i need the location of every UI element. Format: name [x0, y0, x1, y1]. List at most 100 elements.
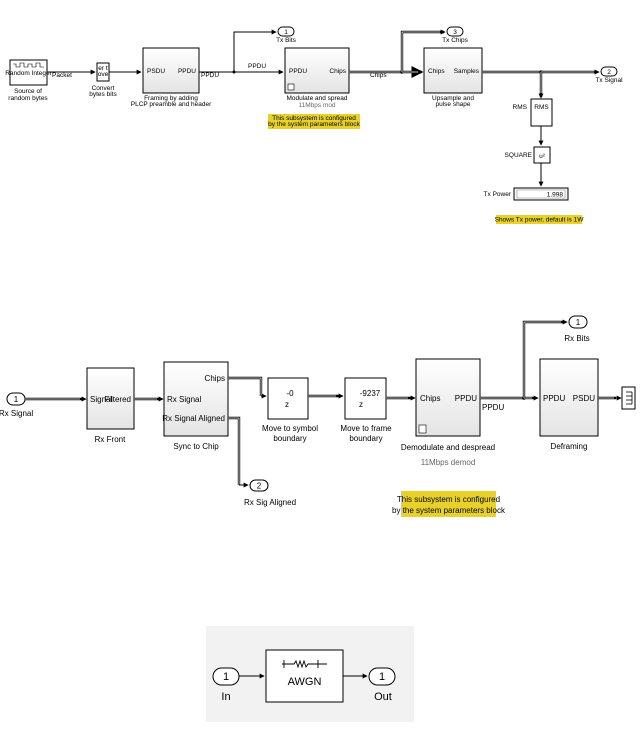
upsample-out-port: Samples — [454, 68, 480, 75]
demod-out-port: PPDU — [455, 394, 477, 403]
delay-1-caption-line-2: boundary — [273, 434, 306, 443]
sync-out-port-1: Chips — [205, 374, 225, 383]
demod-caption: Demodulate and despread — [401, 443, 495, 452]
delay-1-value: -0 — [286, 389, 294, 398]
wire-ppdu-label-1: PPDU — [201, 72, 219, 79]
awgn-label: AWGN — [288, 676, 322, 688]
rx-front-block[interactable]: Signal Filtered — [86, 367, 135, 430]
subsystem-icon — [287, 83, 295, 91]
channel-in-port[interactable]: 1 — [212, 667, 240, 686]
tx-chips-port-label: Tx Chips — [442, 37, 468, 44]
channel-diagram: 1 In AWGN 1 Out — [206, 626, 414, 722]
frame-boundary-delay-block[interactable]: -9237 z — [344, 377, 387, 420]
square-block-name: SQUARE — [505, 152, 533, 159]
modulate-in-port: PPDU — [289, 68, 307, 75]
convert-caption-line-1: Convert — [92, 85, 115, 92]
deframing-block[interactable]: PPDU PSDU — [539, 358, 599, 437]
sync-to-chip-block[interactable]: Rx Signal Chips Rx Signal Aligned — [162, 361, 229, 437]
sync-out-port-2: Rx Signal Aligned — [162, 414, 225, 423]
rx-signal-port-number: 1 — [14, 395, 19, 404]
framing-caption-line-2: PLCP preamble and header — [131, 101, 212, 108]
rx-front-in-port: Signal — [90, 395, 112, 404]
upsample-caption-line-1: Upsample and — [432, 95, 474, 102]
rx-bits-outport[interactable]: 1 — [568, 315, 588, 329]
rx-signal-port-label: Rx Signal — [0, 409, 33, 418]
sync-caption: Sync to Chip — [173, 442, 219, 451]
tx-signal-outport[interactable]: 2 — [600, 66, 618, 77]
tx-bits-outport[interactable]: 1 — [277, 26, 295, 37]
wire-chips-label: Chips — [370, 72, 387, 79]
delay-1-base: z — [285, 400, 289, 409]
rx-bits-port-number: 1 — [576, 318, 581, 327]
framing-block[interactable]: PSDU PPDU — [142, 47, 200, 94]
rx-front-out-port: Filtered — [104, 395, 131, 404]
modulate-note-line-2: by the system parameters block — [268, 121, 361, 128]
source-caption-line-2: random bytes — [8, 95, 48, 102]
wire-rx-ppdu-label: PPDU — [482, 403, 504, 412]
tx-chips-port-number: 3 — [453, 29, 457, 36]
deframing-out-port: PSDU — [573, 394, 595, 403]
tx-signal-port-label: Tx Signal — [595, 77, 623, 84]
square-block[interactable]: u² — [533, 146, 551, 164]
convert-caption-line-2: bytes bits — [89, 91, 117, 98]
tx-bits-port-number: 1 — [284, 29, 288, 36]
modulate-note-line-1: This subsystem is configured — [272, 115, 356, 122]
demodulate-despread-block[interactable]: Chips PPDU — [415, 358, 481, 437]
sync-in-port: Rx Signal — [167, 395, 201, 404]
convert-icon-text-1: er t — [98, 65, 108, 72]
wire-to-tx-bits — [233, 29, 277, 72]
upsample-in-port: Chips — [428, 68, 445, 75]
deframing-in-port: PPDU — [543, 394, 565, 403]
tx-power-note: Shows Tx power, default is 1W — [495, 215, 585, 224]
demod-in-port: Chips — [420, 394, 440, 403]
rx-bits-port-label: Rx Bits — [564, 334, 589, 343]
awgn-block[interactable]: AWGN — [265, 649, 344, 703]
modulate-caption: Modulate and spread — [286, 95, 347, 102]
delay-1-caption-line-1: Move to symbol — [262, 424, 318, 433]
rx-signal-inport[interactable]: 1 — [6, 392, 26, 406]
convert-icon-text-2: ove — [98, 71, 109, 78]
demod-note-line-2: by the system parameters block — [392, 506, 506, 515]
channel-in-port-number: 1 — [223, 671, 229, 683]
delay-2-base: z — [359, 400, 363, 409]
delay-2-value: -9237 — [360, 389, 381, 398]
channel-out-port-number: 1 — [379, 671, 385, 683]
delay-2-caption-line-2: boundary — [349, 434, 382, 443]
framing-caption-line-1: Framing by adding — [144, 95, 198, 102]
rms-block-text: RMS — [534, 104, 549, 111]
terminator-block[interactable] — [621, 386, 636, 410]
framing-out-port: PPDU — [178, 68, 196, 75]
modulate-spread-block[interactable]: PPDU Chips — [284, 47, 350, 94]
tx-chips-outport[interactable]: 3 — [446, 26, 464, 37]
rms-block-name: RMS — [513, 104, 528, 111]
modulate-out-port: Chips — [329, 68, 346, 75]
source-caption-line-1: Source of — [14, 88, 42, 95]
power-note-text: Shows Tx power, default is 1W — [495, 217, 585, 224]
source-block-label: Random Integer — [5, 70, 52, 77]
symbol-boundary-delay-block[interactable]: -0 z — [267, 377, 309, 420]
rms-block[interactable]: RMS — [530, 98, 553, 127]
wire-packet-label: Packet — [52, 72, 72, 79]
rx-sig-aligned-port-number: 2 — [257, 482, 262, 491]
square-block-text: u² — [539, 153, 546, 160]
convert-bytes-bits-block[interactable]: er t ove — [96, 62, 110, 82]
modulate-sub-caption: 11Mbps mod — [298, 102, 335, 109]
channel-out-port[interactable]: 1 — [368, 667, 396, 686]
delay-2-caption-line-1: Move to frame — [340, 424, 392, 433]
wire-sync-chips — [228, 376, 263, 396]
subsystem-icon — [418, 424, 427, 434]
rx-sig-aligned-port-label: Rx Sig Aligned — [244, 498, 296, 507]
demod-sub-caption: 11Mbps demod — [421, 458, 476, 467]
demod-config-note: This subsystem is configured by the syst… — [392, 491, 506, 517]
channel-in-port-label: In — [221, 691, 230, 703]
upsample-pulse-shape-block[interactable]: Chips Samples — [423, 47, 483, 94]
rx-sig-aligned-outport[interactable]: 2 — [249, 479, 269, 492]
modulate-config-note: This subsystem is configured by the syst… — [268, 114, 361, 129]
receiver-diagram: 1 Rx Signal Signal Filtered Rx Front Rx … — [0, 315, 636, 517]
signal-waveform-icon — [13, 62, 44, 68]
demod-note-line-1: This subsystem is configured — [397, 495, 500, 504]
random-integer-source-block[interactable]: Random Integer — [5, 59, 53, 86]
tx-power-label: Tx Power — [484, 191, 512, 198]
tx-power-display-block[interactable]: 1.998 — [513, 187, 569, 201]
